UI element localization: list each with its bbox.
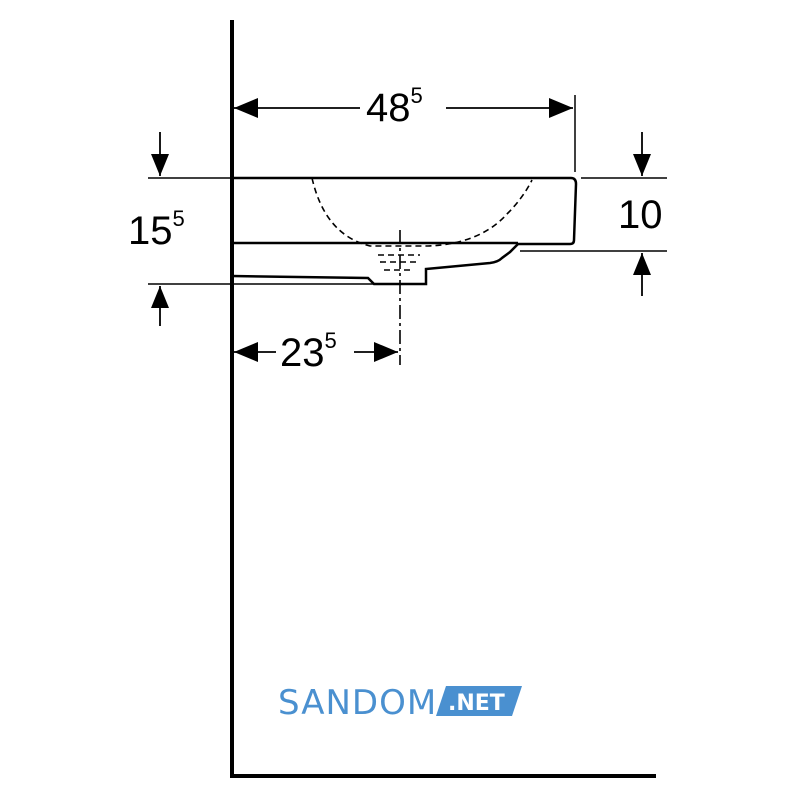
bowl-hidden-lines xyxy=(311,177,533,271)
basin-outline xyxy=(231,176,578,286)
svg-text:155: 155 xyxy=(128,206,185,253)
total-height-dimension: 155 xyxy=(128,132,185,326)
watermark-badge xyxy=(436,686,522,716)
arrow-down-icon xyxy=(151,154,169,176)
svg-text:235: 235 xyxy=(280,328,337,375)
arrow-right-icon xyxy=(549,98,573,118)
drain-offset-value: 23 xyxy=(280,331,325,375)
rim-height-value: 10 xyxy=(618,193,663,237)
drain-offset-sup: 5 xyxy=(325,328,337,353)
arrow-left-icon xyxy=(234,342,258,362)
arrow-up-icon xyxy=(151,286,169,308)
arrow-left-icon xyxy=(234,98,258,118)
total-height-value: 15 xyxy=(128,209,173,253)
watermark-name: SANDOM xyxy=(278,683,437,723)
arrow-down-icon xyxy=(633,154,651,176)
width-value: 48 xyxy=(366,86,411,130)
watermark-suffix: .NET xyxy=(448,691,505,716)
watermark-logo: SANDOM .NET xyxy=(278,683,522,723)
arrow-right-icon xyxy=(374,342,398,362)
extension-lines xyxy=(148,95,667,285)
arrow-up-icon xyxy=(633,253,651,275)
drain-offset-dimension: 235 xyxy=(234,328,398,375)
width-dimension: 485 xyxy=(234,83,573,130)
width-sup: 5 xyxy=(411,83,423,108)
total-height-sup: 5 xyxy=(173,206,185,231)
svg-text:485: 485 xyxy=(366,83,423,130)
rim-height-dimension: 10 xyxy=(618,132,663,296)
